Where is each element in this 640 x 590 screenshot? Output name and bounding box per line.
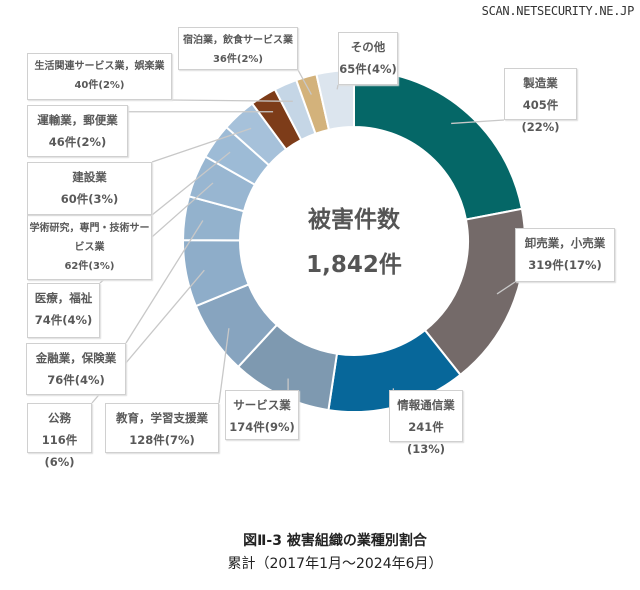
slice-label: 運輸業，郵便業 46件(2%) [27,105,128,157]
leader-line [151,127,252,163]
slice-name: 卸売業，小売業 [524,236,606,250]
slice-label: 医療，福祉 74件(4%) [27,283,100,338]
slice-label: 情報通信業 241件(13%) [389,390,463,456]
slice-value-label: 46件(2%) [48,135,107,149]
slice-name: 宿泊業，飲食サービス業 [183,35,293,46]
slice-value-label: 128件(7%) [129,433,195,447]
slice-value-label: 36件(2%) [212,54,264,65]
slice-label: 教育，学習支援業 128件(7%) [105,403,219,453]
watermark: SCAN.NETSECURITY.NE.JP [481,4,635,18]
slice-name: 公務 [48,411,71,425]
slice-name: 情報通信業 [397,398,455,412]
slice-value-label: 65件(4%) [339,62,397,76]
slice-name: 医療，福祉 [34,291,93,305]
slice-name: 教育，学習支援業 [116,411,208,425]
slice-value-label: 60件(3%) [60,192,119,206]
slice-value-label: 319件(17%) [528,258,602,272]
leader-line [496,281,516,295]
leader-line [297,69,312,95]
slice-name: サービス業 [233,398,291,412]
slice-value-label: 74件(4%) [34,313,93,327]
slice-label: 製造業 405件(22%) [504,68,577,134]
slice-label: サービス業 174件(9%) [225,390,299,440]
slice-value-label: 241件(13%) [406,420,446,456]
center-total: 1,842件 [306,252,402,278]
slice-label: 学術研究，専門・技術サービス業 62件(3%) [27,215,152,280]
donut-slice [353,68,524,221]
slice-value-label: 405件(22%) [521,98,560,134]
slice-name: 製造業 [523,76,558,90]
slice-label: 金融業，保険業 76件(4%) [26,343,126,395]
slice-name: 建設業 [72,170,107,184]
leader-line [218,328,230,404]
slice-value-label: 76件(4%) [47,373,105,387]
figure-subtitle: 累計（2017年1月～2024年6月） [227,556,443,572]
slice-value-label: 62件(3%) [64,261,115,272]
slice-label: 建設業 60件(3%) [27,162,152,215]
leader-line [451,119,505,125]
slice-label: 宿泊業，飲食サービス業 36件(2%) [178,27,298,70]
leader-line [125,220,204,344]
slice-label: 生活関連サービス業，娯楽業 40件(2%) [27,53,172,100]
center-label: 被害件数 [308,207,400,233]
slice-name: 学術研究，専門・技術サービス業 [29,223,150,253]
slice-label: 卸売業，小売業 319件(17%) [515,228,615,282]
slice-name: その他 [350,40,386,54]
slice-label: その他 65件(4%) [338,32,398,85]
slice-value-label: 116件(6%) [41,433,78,469]
leader-line [336,84,339,90]
slice-name: 運輸業，郵便業 [37,113,118,127]
slice-name: 金融業，保険業 [35,351,117,365]
figure-title: 図Ⅱ-3 被害組織の業種別割合 [243,533,427,549]
leader-line [171,99,293,102]
slice-value-label: 174件(9%) [229,420,295,434]
slice-label: 公務 116件(6%) [27,403,92,469]
slice-value-label: 40件(2%) [74,80,125,91]
leader-line [151,151,231,216]
slice-name: 生活関連サービス業，娯楽業 [34,61,165,72]
